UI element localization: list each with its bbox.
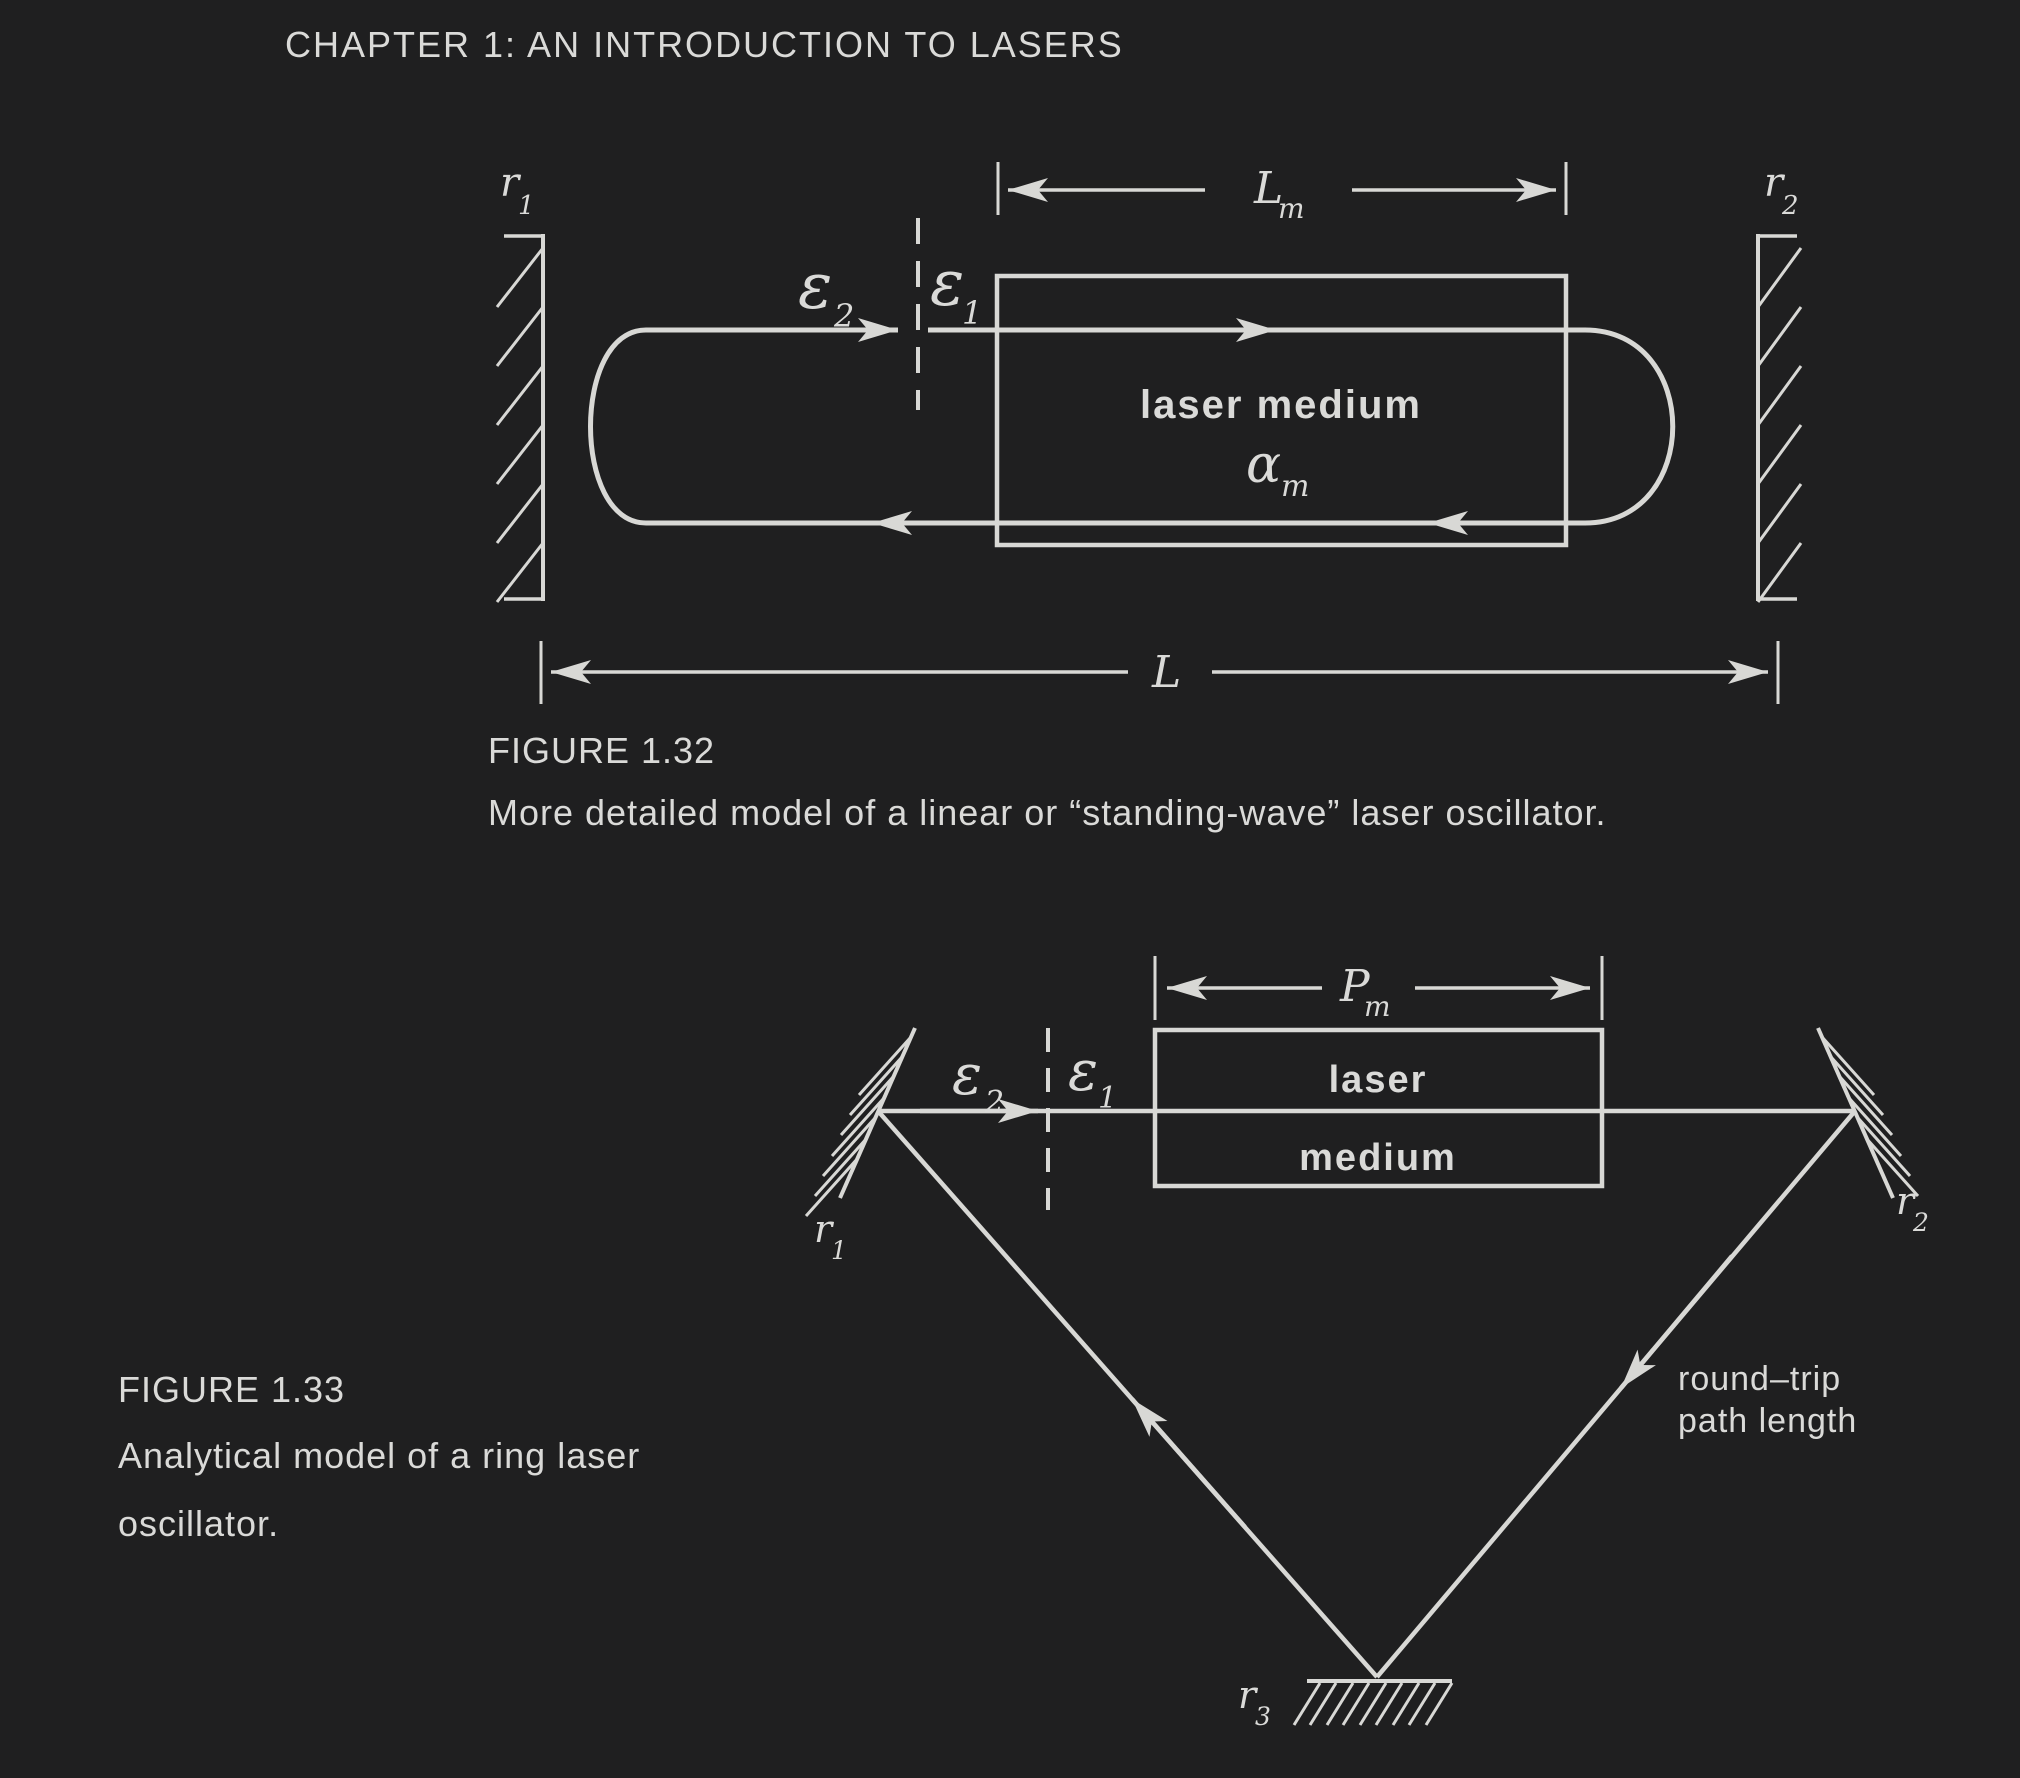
ring-mirror-r1-label: r [814, 1207, 835, 1251]
figure-1-32-caption: FIGURE 1.32 More detailed model of a lin… [488, 730, 1607, 833]
ring-beam-path [876, 1099, 1857, 1679]
round-trip-annotation-line2: path length [1678, 1402, 1857, 1440]
mirror-r2-subscript: 2 [1781, 191, 1799, 221]
perimeter-dimension: P m [1153, 956, 1604, 1023]
laser-medium-label: laser medium [1140, 383, 1422, 427]
ring-field-e2-label: ε [952, 1043, 982, 1108]
mirror-r1-left: r 1 [495, 160, 545, 603]
ring-laser-medium-box: laser medium [1152, 1027, 1605, 1189]
figure-1-33-diagram: P m laser medium ε 2 ε 1 [118, 956, 1929, 1731]
ring-mirror-r1-hatch [804, 1035, 913, 1218]
field-labels: ε 2 ε 1 [798, 247, 982, 335]
ring-mirror-r1-subscript: 1 [831, 1236, 847, 1265]
ring-field-e2-subscript: 2 [984, 1085, 1004, 1120]
ring-mirror-r2: r 2 [1816, 1027, 1929, 1237]
ring-mirror-r2-subscript: 2 [1912, 1208, 1929, 1237]
ring-mirror-r2-hatch [1820, 1035, 1920, 1198]
cavity-length-label: L [1151, 647, 1181, 698]
beam-path [588, 318, 1676, 535]
mirror-r1-label: r [500, 160, 522, 206]
figure-1-33-caption-line2: oscillator. [118, 1503, 279, 1544]
ring-mirror-r3-subscript: 3 [1255, 1702, 1271, 1731]
figure-1-33-caption-line1: Analytical model of a ring laser [118, 1435, 640, 1476]
figure-1-33-caption: FIGURE 1.33 Analytical model of a ring l… [118, 1369, 640, 1544]
perimeter-subscript: m [1364, 990, 1391, 1023]
field-e1-label: ε [930, 247, 964, 321]
field-e2-subscript: 2 [833, 297, 854, 335]
ring-mirror-r3-label: r [1238, 1673, 1259, 1717]
round-trip-annotation-line1: round–trip [1678, 1360, 1841, 1398]
medium-length-label: L [1253, 163, 1283, 214]
ring-mirror-r3: r 3 [1238, 1673, 1454, 1731]
mirror-r1-hatch [495, 247, 545, 603]
figure-1-32-caption-text: More detailed model of a linear or “stan… [488, 792, 1607, 833]
ring-medium-label-line2: medium [1299, 1137, 1457, 1179]
ring-mirror-r1: r 1 [804, 1027, 917, 1265]
ring-mirror-r2-label: r [1896, 1179, 1917, 1223]
field-e2-label: ε [798, 250, 832, 324]
perimeter-label: P [1339, 961, 1371, 1012]
mirror-r2-hatch [1756, 247, 1803, 603]
ring-mirror-r3-hatch [1292, 1682, 1454, 1726]
mirror-r2-label: r [1764, 160, 1786, 206]
gain-alpha-subscript: m [1281, 469, 1309, 504]
ring-medium-label-line1: laser [1329, 1059, 1428, 1101]
figure-1-32-caption-title: FIGURE 1.32 [488, 730, 715, 771]
ring-field-labels: ε 2 ε 1 [952, 1039, 1117, 1120]
mirror-r1-subscript: 1 [518, 191, 535, 221]
chapter-header: CHAPTER 1: AN INTRODUCTION TO LASERS [285, 24, 1124, 65]
field-e1-subscript: 1 [962, 294, 982, 332]
ring-field-e1-label: ε [1068, 1039, 1098, 1104]
mirror-r2-right: r 2 [1756, 160, 1803, 603]
figure-1-33-caption-title: FIGURE 1.33 [118, 1369, 345, 1410]
medium-length-subscript: m [1278, 192, 1305, 225]
laser-medium-box: laser medium α m [994, 273, 1569, 548]
cavity-length-dimension: L [539, 641, 1780, 704]
round-trip-annotation: round–trip path length [1678, 1360, 1857, 1440]
figure-1-32-diagram: r 1 r 2 L m [488, 160, 1803, 833]
gain-alpha-label: α [1246, 435, 1281, 495]
ring-field-e1-subscript: 1 [1098, 1081, 1117, 1116]
medium-length-dimension: L m [996, 162, 1568, 225]
